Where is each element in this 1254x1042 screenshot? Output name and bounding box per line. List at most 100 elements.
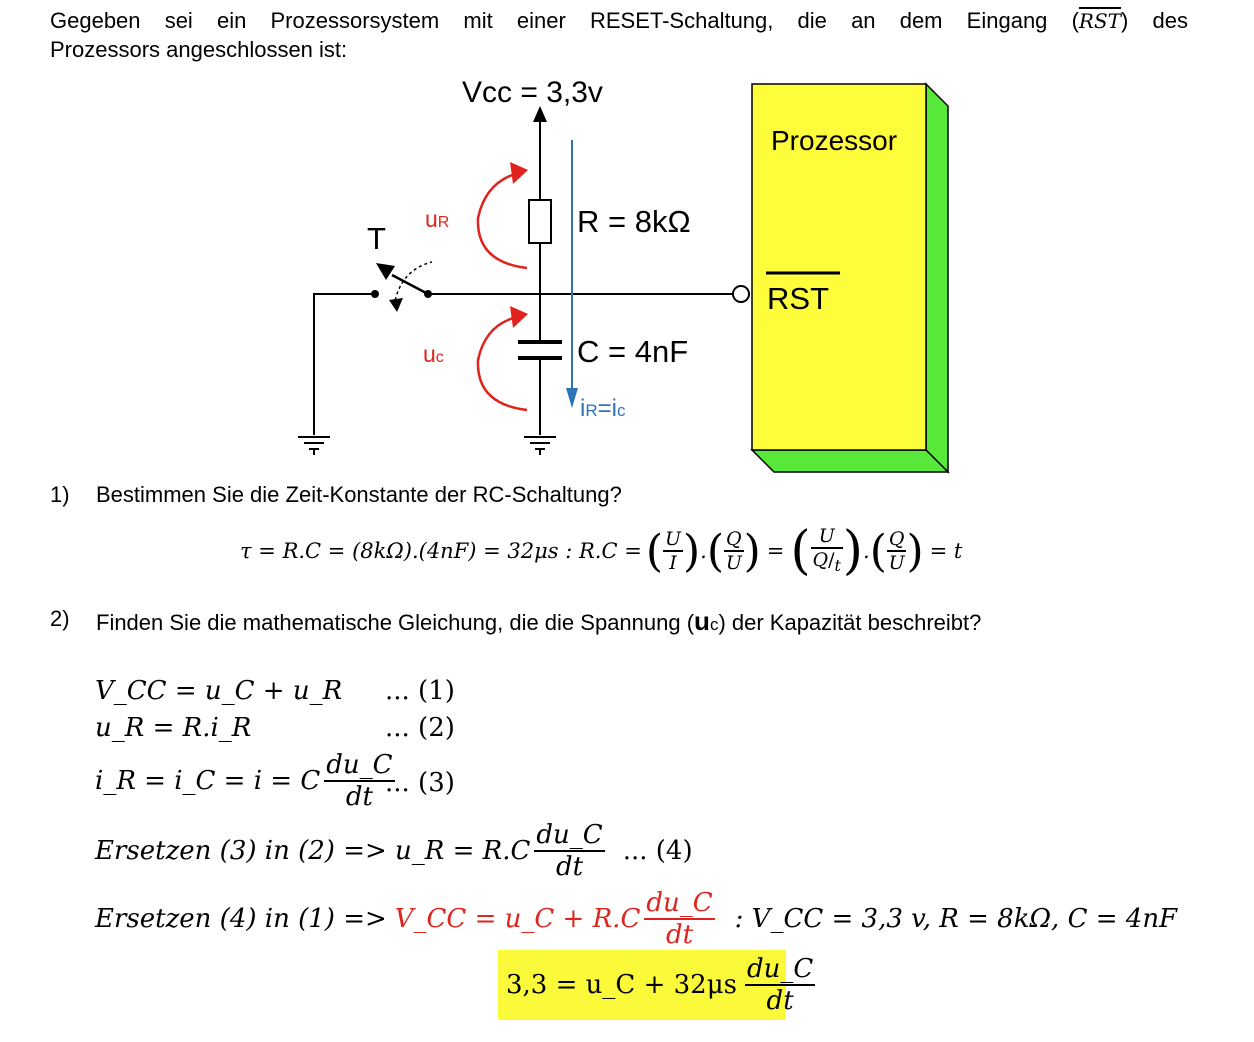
uc-voltage-arc (476, 314, 528, 412)
capacitor-plate-bottom (518, 356, 562, 360)
switch-arc-arrow-icon (389, 298, 403, 312)
frac-den: dt (345, 782, 373, 812)
frac-num: du_C (744, 954, 816, 986)
equals-t: = t (929, 539, 963, 563)
paren-open: ( (790, 521, 811, 581)
current-main: i (580, 395, 585, 422)
f2-den: U (725, 552, 742, 574)
q2-c: c (709, 615, 719, 634)
f4-num: Q (886, 528, 907, 552)
uc-arrow-icon (510, 306, 528, 328)
resistor-label: R = 8kΩ (577, 204, 691, 239)
paren-open: ( (869, 525, 887, 577)
dot: . (863, 539, 870, 563)
equation-5-params: : V_CC = 3,3 v, R = 8kΩ, C = 4nF (734, 904, 1178, 934)
processor-block (751, 83, 927, 451)
question-2-number: 2) (50, 606, 70, 631)
current-label: iR=ic (580, 395, 626, 422)
frac-den: dt (665, 920, 694, 950)
q2-text-b: ) der Kapazität beschreibt? (718, 610, 982, 635)
equation-2-ref: ... (2) (385, 713, 455, 743)
vcc-arrow-icon (533, 106, 547, 122)
f1-num: U (662, 528, 683, 552)
ground-icon (524, 436, 556, 455)
equation-5: Ersetzen (4) in (1) => V_CC = u_C + R.C … (95, 882, 1177, 956)
resistor-symbol (528, 199, 552, 244)
intro-text-end: ) des (1121, 8, 1188, 33)
paren-open: ( (645, 525, 663, 577)
f4-den: U (888, 552, 905, 574)
ur-arrow-icon (510, 162, 528, 184)
equation-4-lhs: Ersetzen (3) in (2) => u_R = R.C (95, 836, 531, 866)
question-2: 2) Finden Sie die mathematische Gleichun… (50, 606, 1200, 637)
ur-sub: R (438, 214, 450, 231)
current-eq: =i (598, 395, 617, 422)
frac-num: du_C (324, 750, 395, 782)
question-1-number: 1) (50, 482, 70, 507)
paren-close: ) (743, 525, 761, 577)
equation-2: u_R = R.i_R (95, 713, 252, 743)
processor-label: Prozessor (771, 125, 897, 156)
ground-icon (298, 436, 330, 455)
equation-4-ref: ... (4) (622, 836, 693, 866)
processor-bottom-face (750, 449, 950, 473)
rst-inversion-bubble (732, 285, 750, 303)
uc-main: u (423, 341, 436, 367)
reset-circuit-diagram: Vcc = 3,3v R = 8kΩ C = 4nF T uR uc iR=ic (298, 76, 950, 474)
equation-5-lhs: Ersetzen (4) in (1) => (95, 904, 387, 934)
q2-u: u (694, 606, 710, 636)
frac-num: du_C (644, 888, 715, 920)
vcc-label: Vcc = 3,3v (462, 76, 603, 109)
intro-line-1: Gegeben sei ein Prozessorsystem mit eine… (50, 6, 1188, 36)
f3-num: U (810, 525, 843, 550)
equation-5-red: V_CC = u_C + R.C (394, 904, 641, 934)
equation-3-ref: ... (3) (385, 768, 455, 798)
ur-voltage-arc (476, 170, 528, 270)
uc-label: uc (423, 341, 444, 367)
f3-den-main: Q (812, 549, 829, 572)
ur-label: uR (425, 206, 449, 232)
tau-formula-text: τ = R.C = (8kΩ).(4nF) = 32μs : R.C = (240, 539, 642, 563)
left-wire (313, 293, 374, 435)
equation-3-lhs: i_R = i_C = i = C (95, 766, 321, 796)
f3-den-sub: t (834, 555, 841, 575)
current-arrow-icon (566, 388, 578, 408)
time-constant-formula: τ = R.C = (8kΩ).(4nF) = 32μs : R.C = ( U… (240, 520, 962, 582)
f1-den: I (669, 552, 677, 574)
ur-main: u (425, 206, 438, 232)
frac-num: du_C (534, 820, 605, 852)
capacitor-label: C = 4nF (577, 334, 688, 369)
intro-text: Gegeben sei ein Prozessorsystem mit eine… (50, 8, 1079, 33)
result-lhs: 3,3 = u_C + 32μs (506, 970, 737, 1000)
rst-pin-label: RST (767, 281, 829, 316)
question-2-text: Finden Sie die mathematische Gleichung, … (96, 606, 981, 637)
paren-close: ) (683, 525, 701, 577)
rst-symbol: RST (1078, 9, 1122, 33)
current-sub1: R (585, 401, 597, 420)
current-sub2: c (617, 401, 626, 420)
frac-den: dt (556, 852, 584, 882)
processor-side-face (925, 82, 949, 474)
equation-1: V_CC = u_C + u_R (95, 676, 343, 706)
dot: . (700, 539, 707, 563)
intro-line-2: Prozessors angeschlossen ist: (50, 37, 348, 62)
equation-1-ref: ... (1) (385, 676, 455, 706)
paren-open: ( (706, 525, 725, 577)
f3-den: Q/t (812, 549, 841, 575)
paren-close: ) (842, 521, 863, 581)
question-1: 1) Bestimmen Sie die Zeit-Konstante der … (50, 482, 1200, 510)
capacitor-plate-top (518, 340, 562, 344)
paren-close: ) (906, 525, 924, 577)
equals-sign: = (766, 539, 785, 563)
frac-den: dt (766, 986, 794, 1016)
